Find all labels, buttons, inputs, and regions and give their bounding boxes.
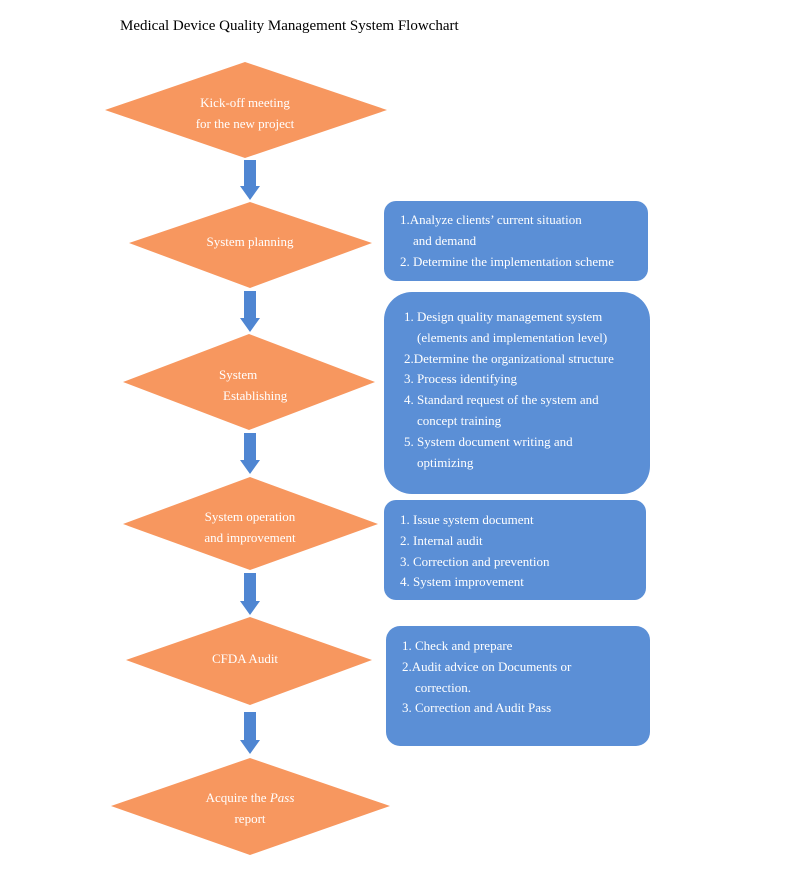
down-arrow-1 xyxy=(240,160,260,200)
detail-line: 2. Internal audit xyxy=(400,532,483,548)
step-diamond-establishing xyxy=(123,334,375,430)
step-label-line: System operation xyxy=(204,509,296,524)
detail-line: 2.Audit advice on Documents or xyxy=(402,658,572,674)
detail-box-audit: 1. Check and prepare 2.Audit advice on D… xyxy=(386,626,650,746)
step-label-line: System xyxy=(219,367,258,382)
detail-line: 1. Issue system document xyxy=(400,512,534,527)
detail-line: and demand xyxy=(413,232,477,248)
step-label-audit: CFDA Audit xyxy=(185,648,305,669)
detail-line: concept training xyxy=(417,412,502,428)
step-label-line: CFDA Audit xyxy=(211,651,279,666)
down-arrow-2 xyxy=(240,291,260,332)
detail-box-operation: 1. Issue system document 2. Internal aud… xyxy=(384,500,646,600)
detail-line: 3. Process identifying xyxy=(404,371,518,387)
down-arrow-5 xyxy=(240,712,260,754)
step-diamond-kickoff xyxy=(105,62,387,158)
detail-line: optimizing xyxy=(417,454,474,470)
step-label-kickoff: Kick-off meeting for the new project xyxy=(160,92,330,134)
detail-line: 3. Correction and prevention xyxy=(400,553,550,569)
step-label-prefix: Acquire the xyxy=(205,790,270,805)
detail-line: 4. System improvement xyxy=(400,574,524,590)
detail-line: 2.Determine the organizational structure xyxy=(404,350,614,366)
detail-line: correction. xyxy=(415,679,471,695)
detail-line: 5. System document writing and xyxy=(404,433,573,449)
detail-line: 2. Determine the implementation scheme xyxy=(400,253,615,269)
step-label-emphasis: Pass xyxy=(269,790,295,805)
down-arrow-3 xyxy=(240,433,260,474)
page-title: Medical Device Quality Management System… xyxy=(120,18,459,34)
step-diamond-planning xyxy=(129,202,372,288)
step-label-planning: System planning xyxy=(170,231,330,252)
step-label-line: and improvement xyxy=(204,530,296,545)
detail-line: (elements and implementation level) xyxy=(417,329,608,345)
step-label-establishing: System Establishing xyxy=(219,364,309,406)
step-diamond-operation xyxy=(123,477,378,570)
step-label-line: System planning xyxy=(206,234,294,249)
detail-box-establishing: 1. Design quality management system (ele… xyxy=(384,292,650,494)
step-label-operation: System operation and improvement xyxy=(170,506,330,548)
detail-line: 1. Check and prepare xyxy=(402,638,513,653)
detail-box-planning: 1.Analyze clients’ current situation and… xyxy=(384,201,648,281)
down-arrow-4 xyxy=(240,573,260,615)
detail-line: 3. Correction and Audit Pass xyxy=(402,700,552,716)
step-label-line: report xyxy=(234,811,266,826)
step-label-line: Acquire the Pass xyxy=(170,787,330,808)
step-label-line: Kick-off meeting xyxy=(200,95,290,110)
step-label-line: for the new project xyxy=(195,116,295,131)
step-label-acquire-pass: Acquire the Pass report xyxy=(170,787,330,829)
step-diamond-audit xyxy=(126,617,372,705)
step-diamond-acquire-pass xyxy=(111,758,390,855)
detail-line: 1.Analyze clients’ current situation xyxy=(400,212,582,227)
detail-line: 4. Standard request of the system and xyxy=(404,392,599,408)
detail-line: 1. Design quality management system xyxy=(404,309,603,324)
step-label-line: Establishing xyxy=(223,388,288,403)
